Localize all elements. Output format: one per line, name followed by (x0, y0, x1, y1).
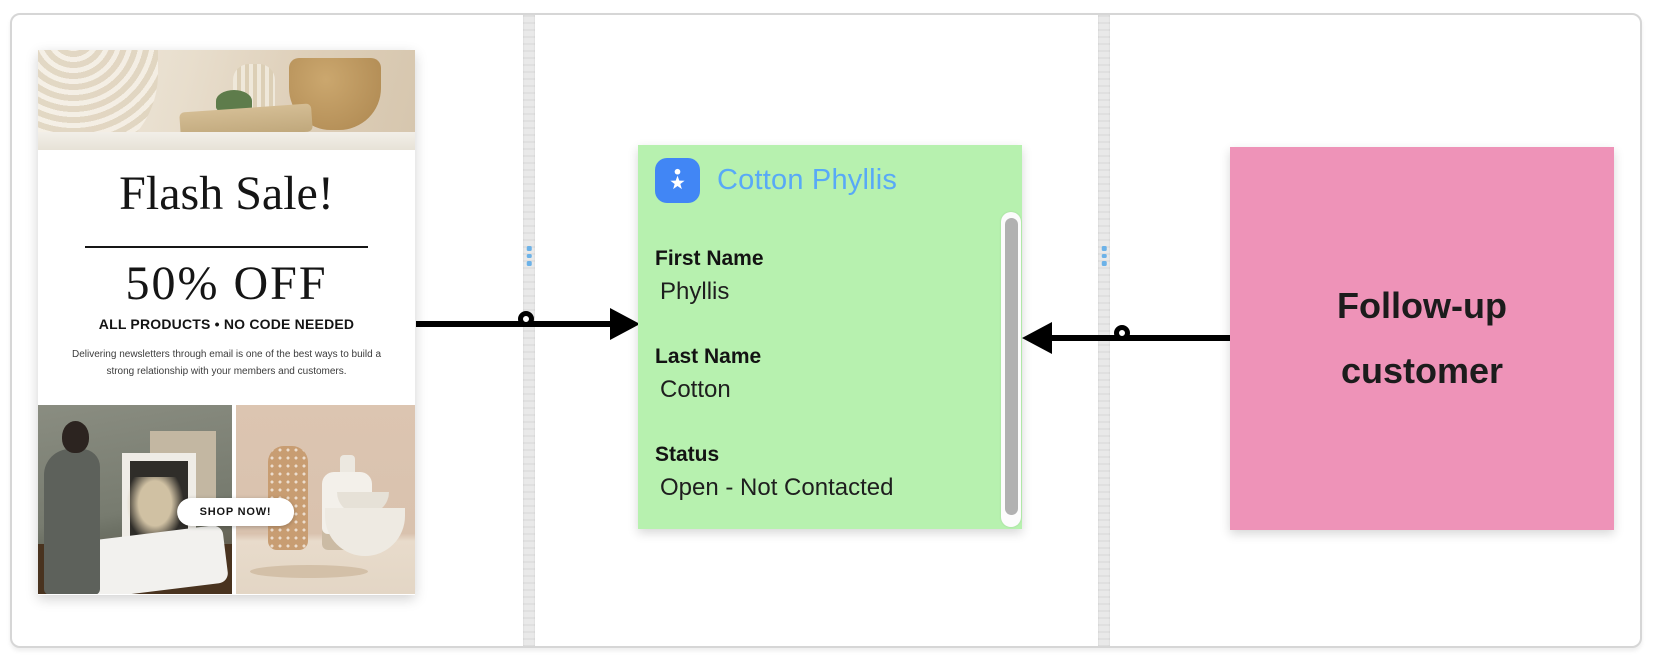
contact-fields: First Name Phyllis Last Name Cotton Stat… (655, 247, 978, 541)
contact-card[interactable]: Cotton Phyllis First Name Phyllis Last N… (638, 145, 1022, 529)
email-tagline: ALL PRODUCTS • NO CODE NEEDED (98, 316, 355, 332)
field-label: First Name (655, 247, 764, 270)
note-text: Follow-up customer (1337, 284, 1507, 391)
connector-email-to-contact[interactable] (416, 321, 612, 327)
field-last-name: Last Name Cotton (655, 345, 978, 404)
plant-decor (216, 90, 252, 112)
note-card[interactable]: Follow-up customer (1230, 147, 1614, 530)
contact-card-scrollbar[interactable] (1001, 212, 1021, 527)
arrowhead-right-icon (610, 308, 640, 340)
email-hero-image (38, 50, 415, 150)
scrollbar-thumb[interactable] (1004, 218, 1018, 515)
connector-note-to-contact[interactable] (1050, 335, 1233, 341)
email-preview-card[interactable]: Flash Sale! 50% OFF ALL PRODUCTS • NO CO… (38, 50, 415, 595)
shop-now-button[interactable]: SHOP NOW! (176, 498, 295, 526)
photo-decor (250, 565, 368, 578)
photo-decor (44, 449, 100, 594)
divider-drag-handle-icon[interactable] (526, 246, 532, 266)
email-headline: Flash Sale! (119, 167, 334, 220)
field-label: Status (655, 443, 720, 466)
field-value: Phyllis (660, 278, 730, 305)
field-label: Last Name (655, 345, 762, 368)
panel-divider-left (523, 15, 535, 646)
photo-decor (62, 421, 89, 453)
star-person-contact-icon (655, 158, 700, 203)
connector-midpoint-handle[interactable] (1114, 325, 1130, 341)
floor-decor (38, 132, 415, 150)
email-subheadline: 50% OFF (125, 257, 328, 310)
headline-divider-line (85, 246, 368, 248)
email-body-text: Delivering newsletters through email is … (71, 349, 382, 377)
connector-midpoint-handle[interactable] (518, 311, 534, 327)
contact-name-link[interactable]: Cotton Phyllis (717, 164, 898, 196)
field-status: Status Open - Not Contacted (655, 443, 978, 502)
field-value: Open - Not Contacted (660, 474, 894, 501)
panel-divider-right (1098, 15, 1110, 646)
field-value: Cotton (660, 376, 731, 403)
field-first-name: First Name Phyllis (655, 247, 978, 306)
divider-drag-handle-icon[interactable] (1101, 246, 1107, 266)
contact-card-header: Cotton Phyllis (655, 158, 897, 203)
email-photo-row: SHOP NOW! (38, 405, 415, 594)
arrowhead-left-icon (1022, 322, 1052, 354)
photo-decor (340, 455, 355, 474)
